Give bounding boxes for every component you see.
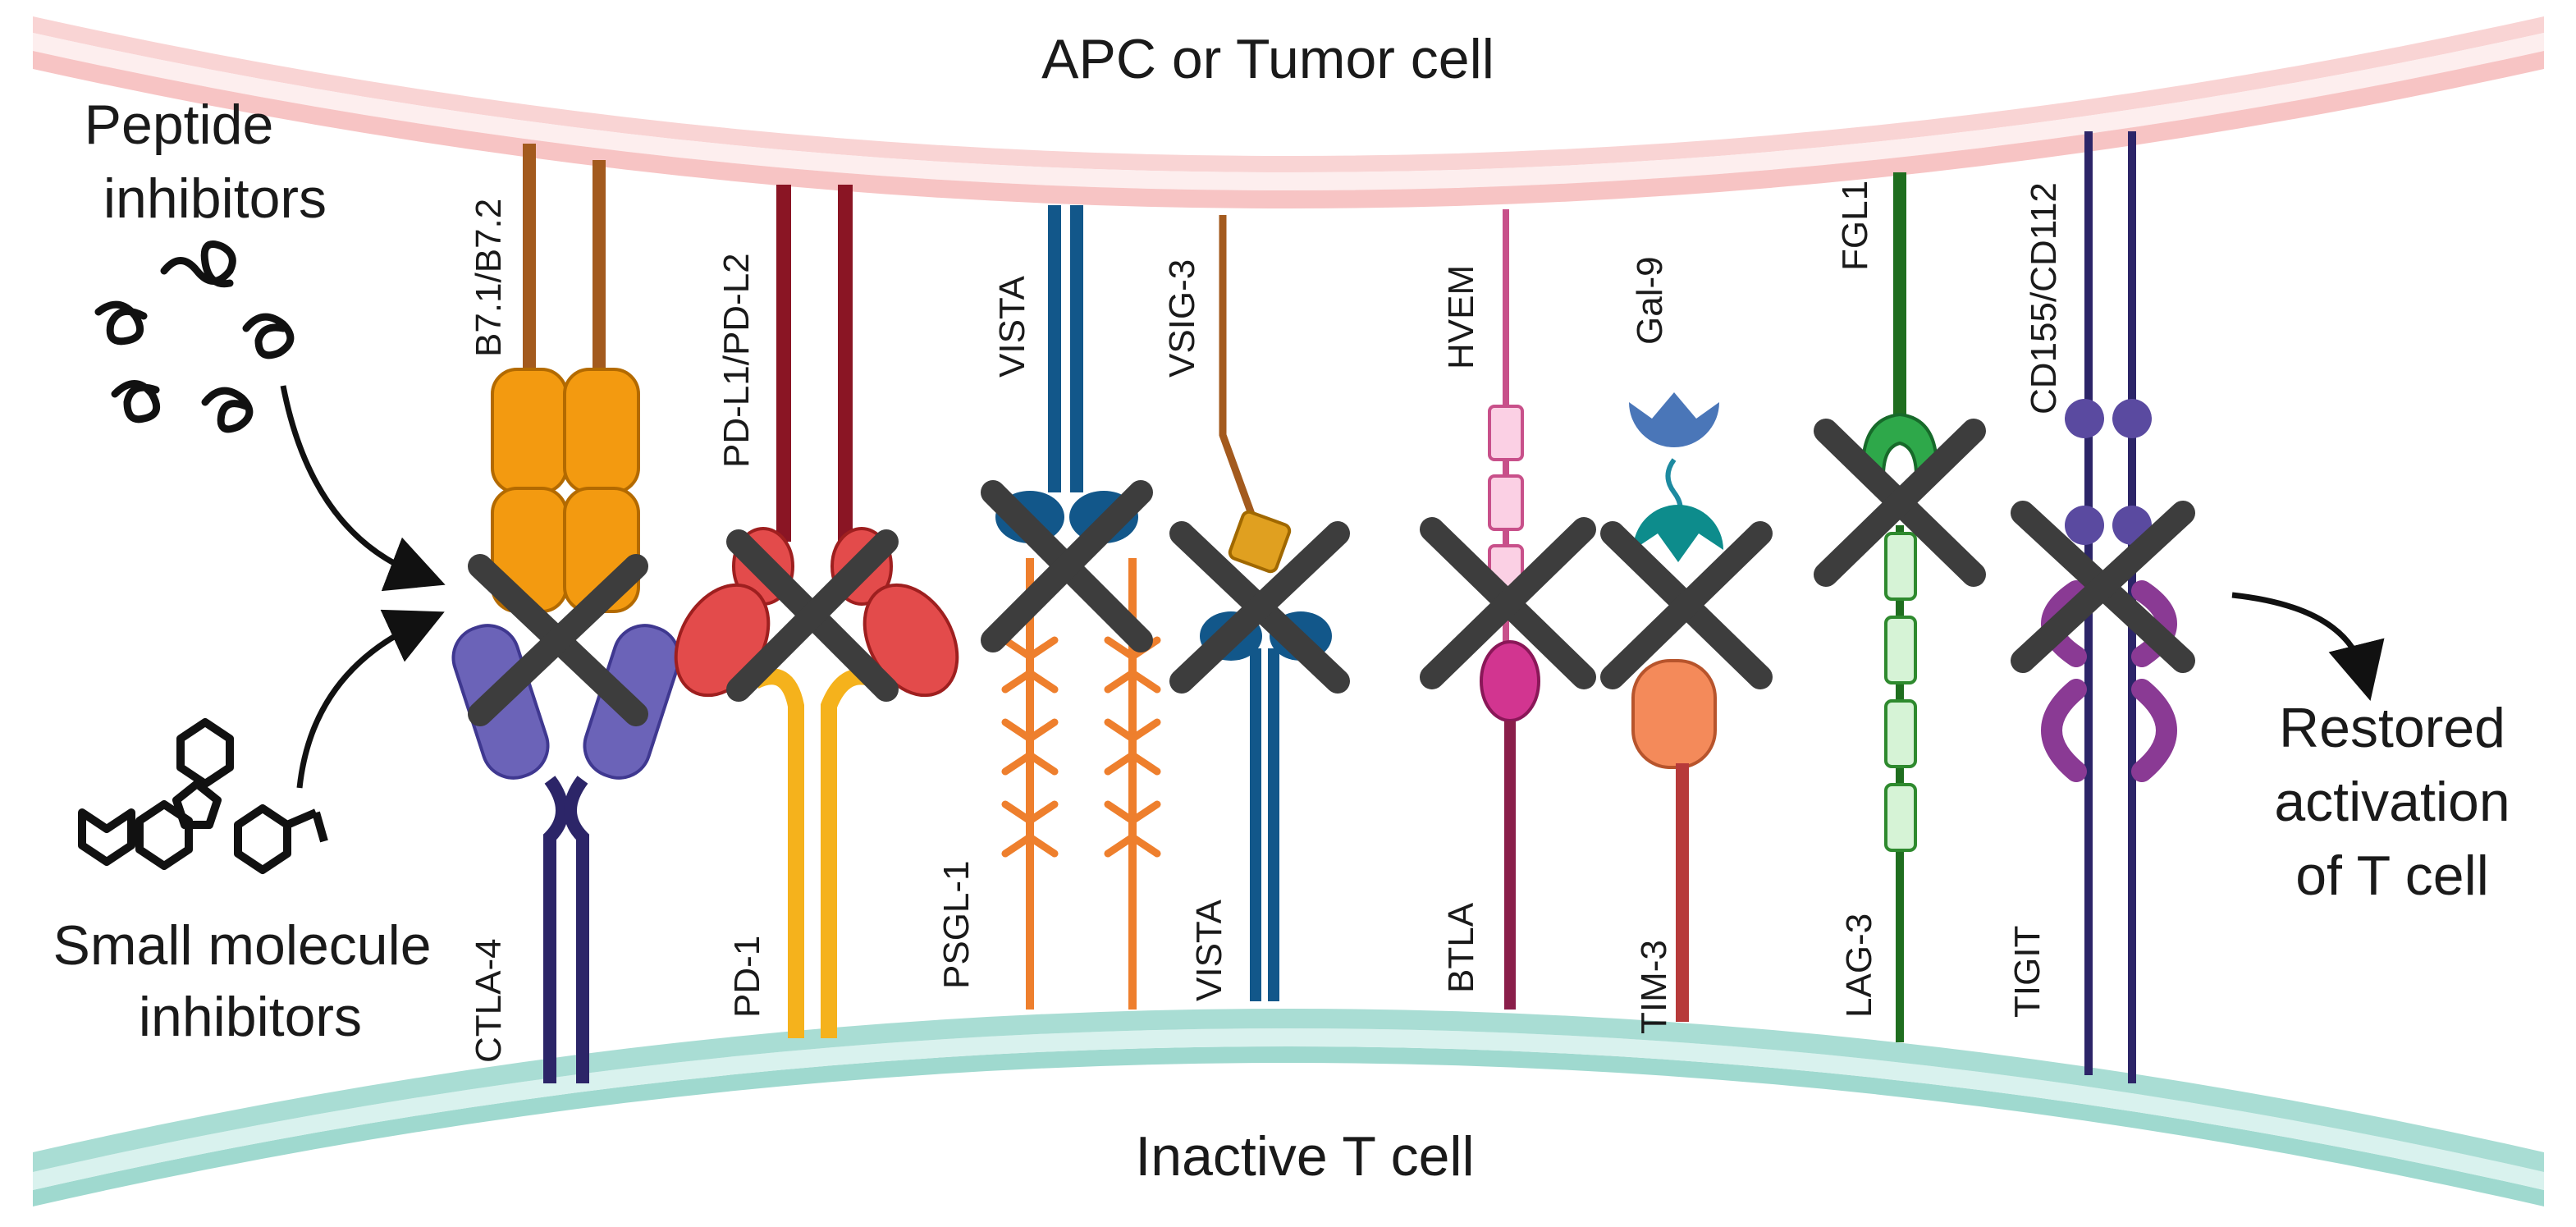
pair-hvem-btla: HVEM BTLA <box>1420 209 1596 1010</box>
pair-fgl1-lag3: FGL1 LAG-3 <box>1814 172 1986 1042</box>
pair-pdl1-pd1: PD-L1/PD-L2 PD-1 <box>674 185 959 1038</box>
block-x-icon <box>1814 419 1986 587</box>
pair-cd155-tigit: CD155/CD112 TIGIT <box>2007 131 2195 1083</box>
ligand-label-hvem: HVEM <box>1441 265 1481 369</box>
restored-label-line2: activation <box>2274 771 2510 833</box>
restored-label-line3: of T cell <box>2295 845 2489 907</box>
block-x-icon <box>981 480 1153 652</box>
restored-arrow <box>2231 592 2385 701</box>
receptor-label-vista: VISTA <box>1189 899 1229 1001</box>
block-x-icon <box>468 554 648 726</box>
tcell-membrane <box>33 1009 2544 1206</box>
pair-gal9-tim3: Gal-9 TIM-3 <box>1600 256 1773 1034</box>
block-x-icon <box>1600 521 1773 689</box>
block-x-icon <box>1169 521 1350 694</box>
peptide-arrow <box>280 385 446 592</box>
receptor-label-lag3: LAG-3 <box>1839 913 1879 1018</box>
block-x-icon <box>1420 517 1596 689</box>
receptor-label-tim3: TIM-3 <box>1634 940 1674 1034</box>
ligand-label-gal9: Gal-9 <box>1630 256 1670 345</box>
ligand-label-cd155: CD155/CD112 <box>2024 182 2064 414</box>
receptor-label-btla: BTLA <box>1441 902 1481 993</box>
ligand-label-vista: VISTA <box>992 275 1032 378</box>
small-molecule-icons <box>78 718 328 874</box>
pair-b7-ctla4: B7.1/B7.2 CTLA-4 <box>451 144 681 1083</box>
block-x-icon <box>726 529 899 702</box>
receptor-label-ctla4: CTLA-4 <box>469 938 509 1063</box>
ligand-label-vsig3: VSIG-3 <box>1162 259 1202 378</box>
ligand-label-b7: B7.1/B7.2 <box>469 199 509 357</box>
peptide-label-line2: inhibitors <box>103 167 327 230</box>
pair-vsig3-vista: VSIG-3 VISTA <box>1162 215 1350 1001</box>
peptide-label-line1: Peptide <box>85 94 274 156</box>
pair-vista-psgl1: VISTA PSGL-1 <box>936 205 1161 1010</box>
apc-membrane <box>33 16 2544 208</box>
apc-label: APC or Tumor cell <box>1041 28 1494 90</box>
small-molecule-label-line2: inhibitors <box>139 986 362 1048</box>
block-x-icon <box>2011 501 2195 673</box>
tcell-label: Inactive T cell <box>1135 1125 1474 1188</box>
ligand-label-fgl1: FGL1 <box>1835 181 1875 271</box>
ligand-label-pdl1: PD-L1/PD-L2 <box>716 253 757 468</box>
receptor-label-tigit: TIGIT <box>2007 926 2048 1018</box>
restored-label-line1: Restored <box>2279 697 2505 759</box>
receptor-label-psgl1: PSGL-1 <box>936 860 977 989</box>
small-molecule-arrow <box>296 609 445 789</box>
receptor-label-pd1: PD-1 <box>727 936 767 1018</box>
peptide-squiggle-icons <box>94 240 295 433</box>
small-molecule-label-line1: Small molecule <box>53 914 431 977</box>
